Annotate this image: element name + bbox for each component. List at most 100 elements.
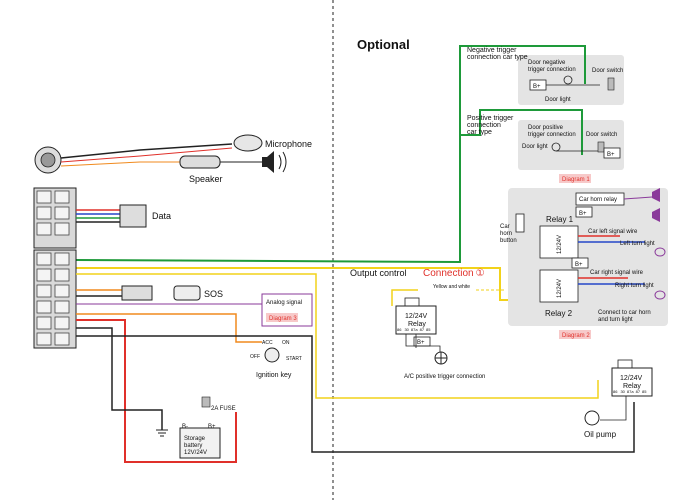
ignition-off: OFF [250,354,260,360]
yellow-white-label: Yellow and white [433,284,470,290]
black-ground-wire [76,327,163,430]
connector-pin [36,284,52,298]
connector-pin [54,268,70,282]
diagram1-label: Diagram 1 [562,177,590,183]
speaker-label: Speaker [189,174,223,184]
data-connector [119,204,147,228]
data-label: Data [152,211,171,221]
connector-pin [54,190,70,204]
door-switch-label-2: Door switch [586,132,617,138]
bplus-box-2 [603,147,621,159]
horn-button-icon [515,213,525,233]
diagram2-label: Diagram 2 [562,333,590,339]
ignition-start: START [286,356,302,362]
door-light-label-1: Door light [545,97,571,103]
microphone-wire [60,143,233,159]
microphone-label: Microphone [265,139,312,149]
connector-block-bottom [33,249,77,349]
connector-pin [36,268,52,282]
connector-pin [36,222,52,236]
microphone-icon [233,134,263,152]
connector-pin [36,332,52,346]
sound-wave-icon [278,151,287,173]
middle-relay-ground [405,334,441,352]
middle-relay [395,305,437,335]
ground-symbol [156,429,168,437]
battery-bplus: B+ [208,424,216,430]
yellow-relay-wire [391,289,418,306]
relay1-label: Relay 1 [546,215,574,224]
ignition-key-icon [264,347,280,363]
analog-signal-label: Analog signal [266,300,302,306]
connector-pin [54,316,70,330]
ignition-acc: ACC [262,340,273,346]
horn-icon-1 [652,188,660,202]
speaker-icon [262,151,274,173]
green-positive-wire [460,109,583,155]
ignition-on: ON [282,340,290,346]
right-turn-light-icon [654,290,666,300]
door-switch-label-1: Door switch [592,68,623,74]
door-switch-icon-2 [597,141,605,153]
output-control-label: Output control [350,268,407,278]
optional-title: Optional [357,37,410,52]
connector-pin [36,300,52,314]
horn-wire [623,196,653,200]
connector-pin [36,190,52,204]
oil-pump-icon [584,410,600,426]
right-signal-wire-label: Car right signal wire [590,270,644,276]
middle-relay-bracket [404,297,420,307]
door-light-icon [563,75,573,85]
green-trigger-wire [75,45,586,264]
sos-label: SOS [204,289,223,299]
fuse-icon [201,396,211,408]
bplus-box-3 [575,206,593,218]
sos-button-icon [173,285,201,301]
left-turn-light-label: Left turn light [620,241,655,247]
sos-connector [121,285,153,301]
connector-pin [36,206,52,220]
bplus-label-3: B+ [579,211,587,217]
middle-bplus-label: B+ [417,340,425,346]
yellow-oil-wire [76,273,599,399]
connector-pin [54,206,70,220]
connector-pin [54,332,70,346]
connector-pin [54,300,70,314]
diagram1-tag [559,174,591,183]
relay1-box [539,225,579,259]
car-horn-relay-label: Car horn relay [579,197,617,203]
battery-bminus: B- [182,424,188,430]
ac-fan-blades [435,352,447,364]
ignition-key-label: Ignition key [256,372,292,379]
speaker-plug [179,155,221,169]
connector-pins [36,190,70,346]
connector-pin [54,284,70,298]
black-long-wire [76,335,635,453]
bplus-box-4 [571,257,589,269]
connector-pin [54,252,70,266]
red-power-wire [76,319,237,463]
relay2-voltage: 12/24V [557,279,563,298]
diagram1-positive-panel [518,120,624,170]
yellow-connection-wire [76,267,508,301]
right-turn-light-label: Right turn light [615,283,654,289]
oil-pump-label: Oil pump [584,430,617,439]
diagram3-label: Diagram 3 [269,316,297,322]
ac-trigger-label: A/C positive trigger connection [404,374,485,380]
relay1-voltage: 12/24V [557,235,563,254]
diagram2-tag [559,330,591,339]
door-light-label-2: Door light [522,144,548,150]
left-signal-wire-label: Car left signal wire [588,229,638,235]
connector-pin [36,252,52,266]
connector-pin [36,316,52,330]
left-turn-light-icon [654,247,666,257]
